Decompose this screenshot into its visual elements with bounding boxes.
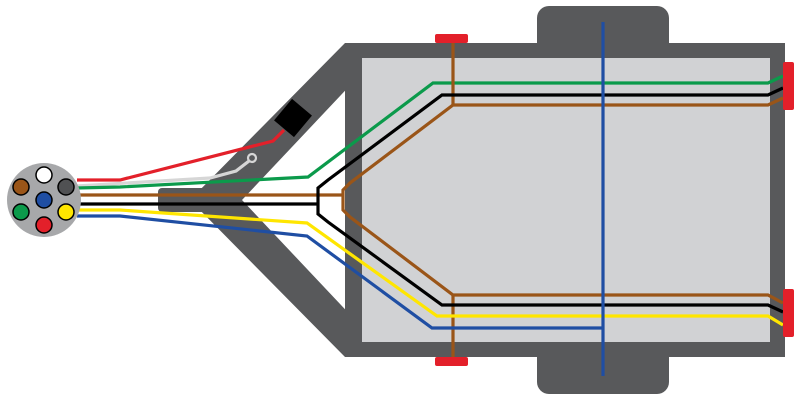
- connector-plug-icon: [7, 163, 81, 237]
- drawbar: [158, 188, 242, 212]
- marker-light-icon: [435, 34, 468, 43]
- pin-dark-gray: [57, 178, 75, 196]
- pin-blue: [35, 191, 53, 209]
- marker-light-icon: [435, 357, 468, 366]
- wire-blue: [77, 214, 603, 330]
- pin-brown: [12, 178, 30, 196]
- wire-black-left-side: [316, 86, 784, 204]
- wire-green: [76, 74, 784, 190]
- wire-black-right-side: [316, 204, 784, 314]
- tail-light-icon: [783, 289, 794, 337]
- pin-red: [35, 216, 53, 234]
- pin-green: [12, 203, 30, 221]
- wire-yellow: [77, 208, 784, 327]
- pin-yellow: [57, 203, 75, 221]
- ground-ring-icon: [246, 152, 258, 164]
- tail-light-icon: [783, 62, 794, 110]
- wire-white: [76, 159, 250, 188]
- trailer-bed: [362, 58, 770, 342]
- wire-red: [77, 128, 286, 182]
- breakaway-box-icon: [274, 98, 312, 138]
- pin-white: [35, 166, 53, 184]
- wire-brown-left-side: [341, 96, 784, 195]
- wire-brown-right-side: [341, 195, 784, 305]
